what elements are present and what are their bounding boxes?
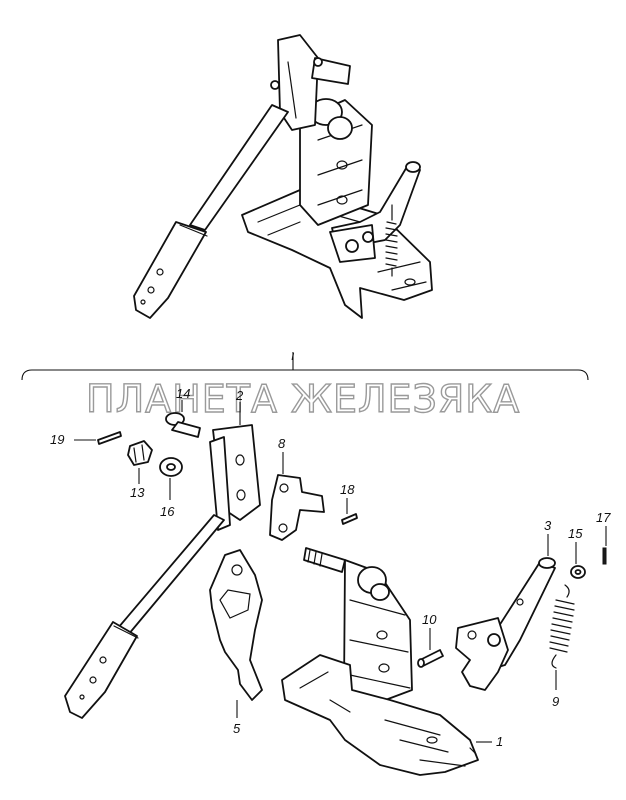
callout-2: 2 [235, 388, 244, 403]
part-3-lever [455, 557, 556, 691]
callout-14: 14 [176, 386, 190, 401]
part-2-lever [64, 424, 261, 719]
callout-labels: 19 13 16 14 2 8 18 5 10 3 15 17 9 1 [50, 386, 611, 749]
part-1-base-bracket [281, 547, 479, 776]
callout-10: 10 [422, 612, 437, 627]
callout-5: 5 [233, 721, 241, 736]
part-13-castle-nut [127, 440, 153, 466]
part-18-pin [341, 513, 358, 525]
part-17-pin [602, 547, 607, 565]
part-16-washer [159, 457, 183, 477]
part-5-hook [209, 549, 263, 701]
callout-15: 15 [568, 526, 583, 541]
part-15-washer [570, 565, 586, 579]
part-9-spring [549, 584, 575, 669]
part-8-plate [269, 474, 325, 541]
part-14-bolt [165, 412, 201, 438]
callout-9: 9 [552, 694, 559, 709]
callout-1: 1 [496, 734, 503, 749]
part-10-pin [417, 649, 444, 668]
callout-19: 19 [50, 432, 64, 447]
assembled-mechanism [133, 34, 433, 319]
callout-16: 16 [160, 504, 175, 519]
assembly-bracket-line [21, 369, 589, 381]
callout-13: 13 [130, 485, 145, 500]
part-19-pin [97, 431, 122, 445]
watermark-text: ПЛАНЕТА ЖЕЛЕЗЯКА [86, 377, 520, 421]
leader-lines [74, 400, 607, 743]
callout-3: 3 [544, 518, 552, 533]
callout-8: 8 [278, 436, 286, 451]
callout-17: 17 [596, 510, 611, 525]
callout-18: 18 [340, 482, 355, 497]
